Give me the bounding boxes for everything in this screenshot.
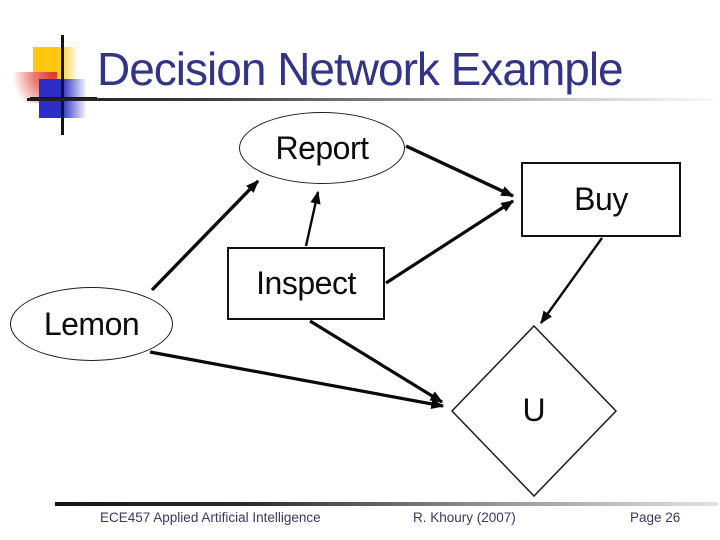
footer-course-text: ECE457 Applied Artificial Intelligence bbox=[100, 510, 321, 525]
node-utility-label: U bbox=[522, 392, 546, 428]
node-lemon: Lemon bbox=[10, 287, 173, 361]
title-underline-rule bbox=[27, 98, 718, 101]
node-report: Report bbox=[239, 112, 405, 184]
footer-rule bbox=[55, 502, 718, 506]
node-inspect-label: Inspect bbox=[256, 265, 356, 301]
edge-lemon-utility bbox=[149, 350, 445, 409]
edge-inspect-utility bbox=[309, 319, 444, 404]
edge-inspect-buy bbox=[385, 199, 515, 285]
edge-buy-utility bbox=[540, 237, 603, 325]
node-inspect: Inspect bbox=[227, 247, 385, 320]
edge-inspect-report bbox=[304, 190, 321, 247]
footer-author-text: R. Khoury (2007) bbox=[413, 510, 516, 525]
footer-page-number: Page 26 bbox=[630, 510, 681, 525]
logo-vertical-line bbox=[61, 35, 64, 135]
node-lemon-label: Lemon bbox=[43, 305, 140, 342]
node-buy-label: Buy bbox=[574, 181, 628, 217]
edge-report-buy bbox=[405, 144, 515, 198]
node-report-label: Report bbox=[275, 129, 369, 166]
slide-title: Decision Network Example bbox=[97, 43, 624, 95]
node-buy: Buy bbox=[521, 162, 681, 237]
